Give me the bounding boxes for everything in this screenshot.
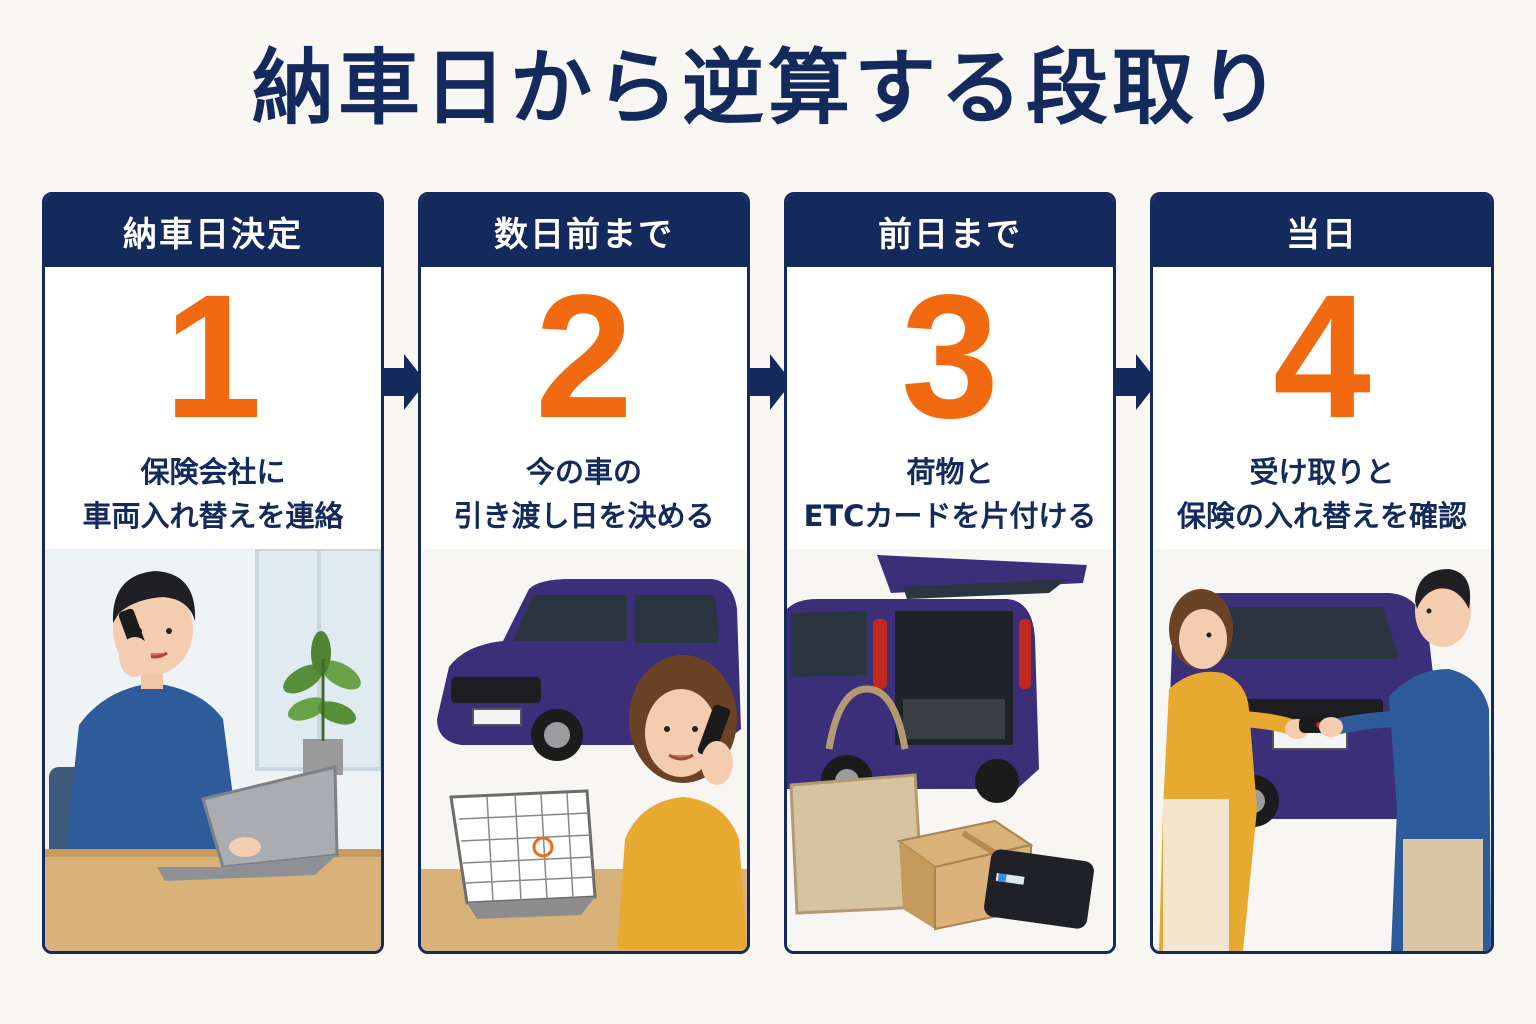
step-number: 3 [901,259,999,455]
step-description-line: 保険の入れ替えを確認 [1176,498,1467,533]
illustration-car-open-trunk-bag-box-etc-card [787,549,1113,951]
step-description-line: 今の車の [525,455,642,489]
step-header: 納車日決定 [45,195,381,267]
step-description-line: 引き渡し日を決める [453,498,715,533]
step-number: 4 [1273,259,1371,455]
page-title: 納車日から逆算する段取り [251,41,1284,136]
illustration-man-phone-laptop [45,549,381,951]
step-card-1: 納車日決定 1 保険会社に 車両入れ替えを連絡 [42,192,384,954]
step-number: 1 [164,259,262,455]
step-description: 受け取りと 保険の入れ替えを確認 [1153,447,1491,547]
step-card-2: 数日前まで 2 今の車の 引き渡し日を決める [418,192,750,954]
arrow-right-icon [750,354,792,410]
step-description: 荷物と ETCカードを片付ける [787,447,1113,547]
step-description-line: 荷物と [906,455,994,489]
step-card-4: 当日 4 受け取りと 保険の入れ替えを確認 [1150,192,1494,954]
step-description-line: 車両入れ替えを連絡 [82,498,344,533]
step-description: 保険会社に 車両入れ替えを連絡 [45,447,381,547]
step-description-line: 保険会社に [140,455,286,489]
step-description-line: ETCカードを片付ける [803,498,1097,533]
illustration-key-handover [1153,549,1491,951]
step-header: 当日 [1153,195,1491,267]
step-card-3: 前日まで 3 荷物と ETCカードを片付ける [784,192,1116,954]
arrow-right-icon [384,354,426,410]
step-number: 2 [535,259,633,455]
step-header: 数日前まで [421,195,747,267]
step-description-line: 受け取りと [1249,455,1395,489]
step-description: 今の車の 引き渡し日を決める [421,447,747,547]
arrow-right-icon [1116,354,1158,410]
illustration-car-calendar-woman-phone [421,549,747,951]
step-header: 前日まで [787,195,1113,267]
